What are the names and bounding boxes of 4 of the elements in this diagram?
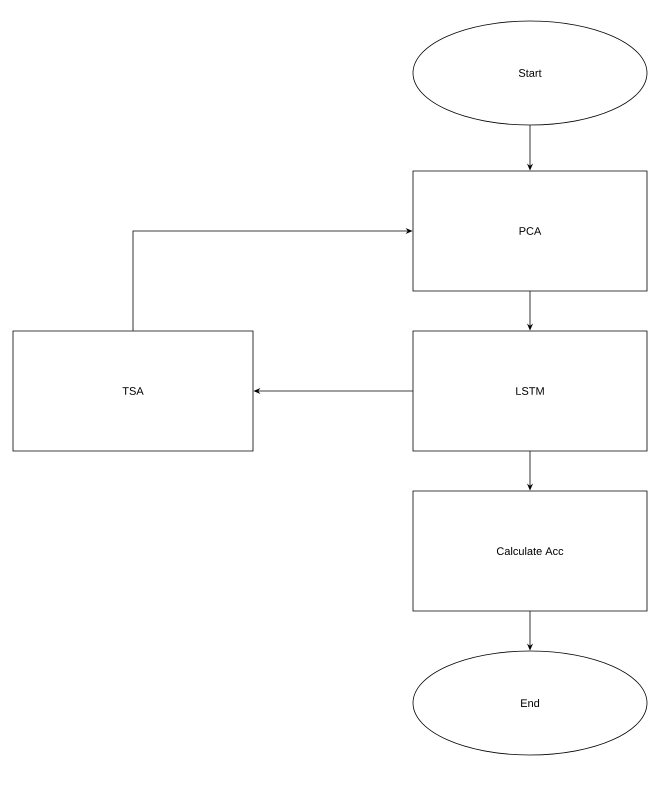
- process-box: PCA: [412, 170, 648, 292]
- process-box: LSTM: [412, 330, 648, 452]
- process-box: Calculate Acc: [412, 490, 648, 612]
- process-box: TSA: [12, 330, 254, 452]
